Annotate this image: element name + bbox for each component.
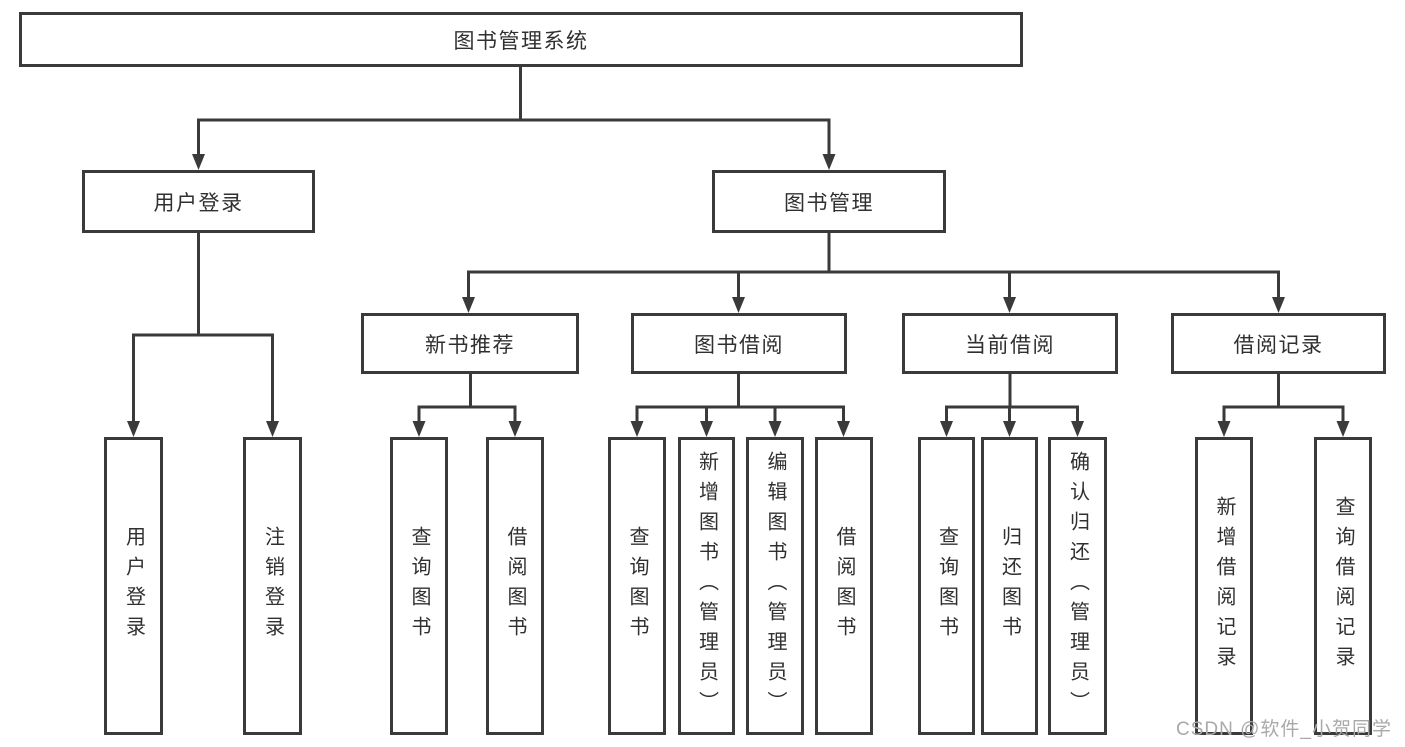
node-label: 用户登录 (153, 191, 244, 215)
leaf-logout: 注销登录 (243, 437, 302, 735)
leaf-label: 借阅图书 (504, 526, 526, 646)
leaf-label: 新增借阅记录 (1213, 496, 1235, 676)
leaf-add-book-admin: 新增图书（管理员） (678, 437, 735, 735)
leaf-user-login: 用户登录 (104, 437, 163, 735)
connector-new-book-recommend-to-leaves (417, 374, 517, 424)
arrowhead (266, 421, 279, 437)
arrowhead (630, 421, 644, 437)
node-label: 图书借阅 (694, 333, 784, 357)
arrowhead (127, 421, 140, 437)
arrowhead (700, 421, 713, 437)
arrowhead (1003, 421, 1016, 437)
node-library-management-system: 图书管理系统 (19, 12, 1023, 67)
arrowhead (462, 297, 475, 313)
node-label: 图书管理 (784, 191, 874, 215)
leaf-edit-book-admin: 编辑图书（管理员） (746, 437, 804, 735)
leaf-label: 查询图书 (935, 526, 958, 646)
leaf-label: 注销登录 (261, 526, 284, 646)
node-user-login: 用户登录 (82, 170, 315, 233)
arrowhead (412, 421, 426, 437)
arrowhead (508, 421, 522, 437)
arrowhead (1336, 421, 1350, 437)
node-label: 新书推荐 (425, 333, 515, 357)
node-label: 借阅记录 (1233, 333, 1324, 357)
leaf-label: 新增图书（管理员） (695, 451, 718, 721)
leaf-label: 查询图书 (626, 526, 648, 646)
leaf-label: 归还图书 (998, 526, 1021, 646)
leaf-query-books-current: 查询图书 (918, 437, 975, 735)
leaf-return-book: 归还图书 (981, 437, 1038, 735)
arrowhead (1071, 421, 1084, 437)
csdn-watermark: CSDN @软件_小贺同学 (1176, 719, 1392, 740)
connector-borrowing-records-to-leaves (1222, 374, 1345, 424)
node-label: 当前借阅 (965, 333, 1055, 357)
node-new-book-recommend: 新书推荐 (361, 313, 579, 374)
leaf-add-borrow-record: 新增借阅记录 (1195, 437, 1253, 735)
leaf-confirm-return-admin: 确认归还（管理员） (1048, 437, 1107, 735)
connector-user-login-to-leaves (132, 233, 274, 423)
arrowhead (837, 421, 850, 437)
arrowhead (1217, 421, 1231, 437)
arrowhead (732, 297, 745, 313)
arrowhead (1272, 297, 1285, 313)
leaf-label: 确认归还（管理员） (1066, 451, 1089, 721)
arrowhead (192, 154, 205, 170)
connector-book-management-to-level3 (467, 233, 1280, 299)
leaf-query-books-borrowing: 查询图书 (608, 437, 666, 735)
leaf-label: 查询借阅记录 (1332, 496, 1354, 676)
arrowhead (940, 421, 953, 437)
leaf-label: 用户登录 (122, 526, 145, 646)
arrowhead (822, 154, 836, 170)
arrowhead (1003, 297, 1016, 313)
leaf-label: 编辑图书（管理员） (764, 451, 786, 721)
leaf-label: 借阅图书 (833, 526, 855, 646)
node-borrowing-records: 借阅记录 (1171, 313, 1386, 374)
node-book-borrowing: 图书借阅 (631, 313, 847, 374)
leaf-borrow-books: 借阅图书 (815, 437, 873, 735)
node-current-borrowing: 当前借阅 (902, 313, 1118, 374)
leaf-borrow-books-recommend: 借阅图书 (486, 437, 544, 735)
connector-book-borrowing-to-leaves (635, 374, 845, 424)
leaf-query-borrow-record: 查询借阅记录 (1314, 437, 1372, 735)
leaf-query-books-recommend: 查询图书 (390, 437, 448, 735)
connector-current-borrowing-to-leaves (945, 374, 1079, 424)
leaf-label: 查询图书 (408, 526, 430, 646)
node-book-management: 图书管理 (712, 170, 946, 233)
connector-root-to-level2 (197, 67, 831, 156)
arrowhead (768, 421, 782, 437)
node-label: 图书管理系统 (453, 29, 589, 53)
